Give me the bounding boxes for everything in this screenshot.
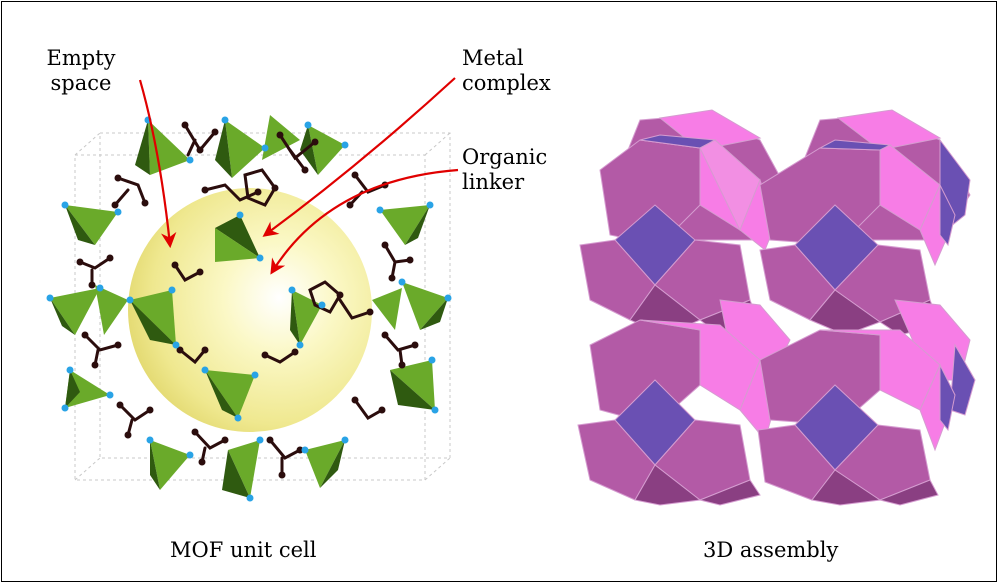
caption-3d-assembly: 3D assembly: [703, 538, 839, 562]
label-metal-complex: Metal complex: [462, 46, 551, 95]
label-empty-space: Empty space: [46, 46, 116, 95]
caption-mof-unit-cell: MOF unit cell: [170, 538, 317, 562]
label-organic-linker: Organic linker: [462, 145, 548, 194]
mof-unit-cell: [46, 77, 459, 502]
cavity-sphere: [128, 188, 372, 432]
truncated-octahedra-assembly: [577, 109, 976, 506]
polyhedron-bottom-left: [577, 319, 776, 506]
arrow-metal-complex: [262, 77, 456, 237]
nitrogen-atoms: [46, 116, 452, 502]
arrow-organic-linker: [270, 168, 459, 275]
polyhedron-bottom-right: [757, 329, 956, 506]
metal-tetrahedra: [50, 115, 448, 498]
annotation-arrows: [138, 77, 459, 275]
linker-atoms: [76, 121, 419, 479]
arrow-empty-space: [138, 79, 177, 249]
